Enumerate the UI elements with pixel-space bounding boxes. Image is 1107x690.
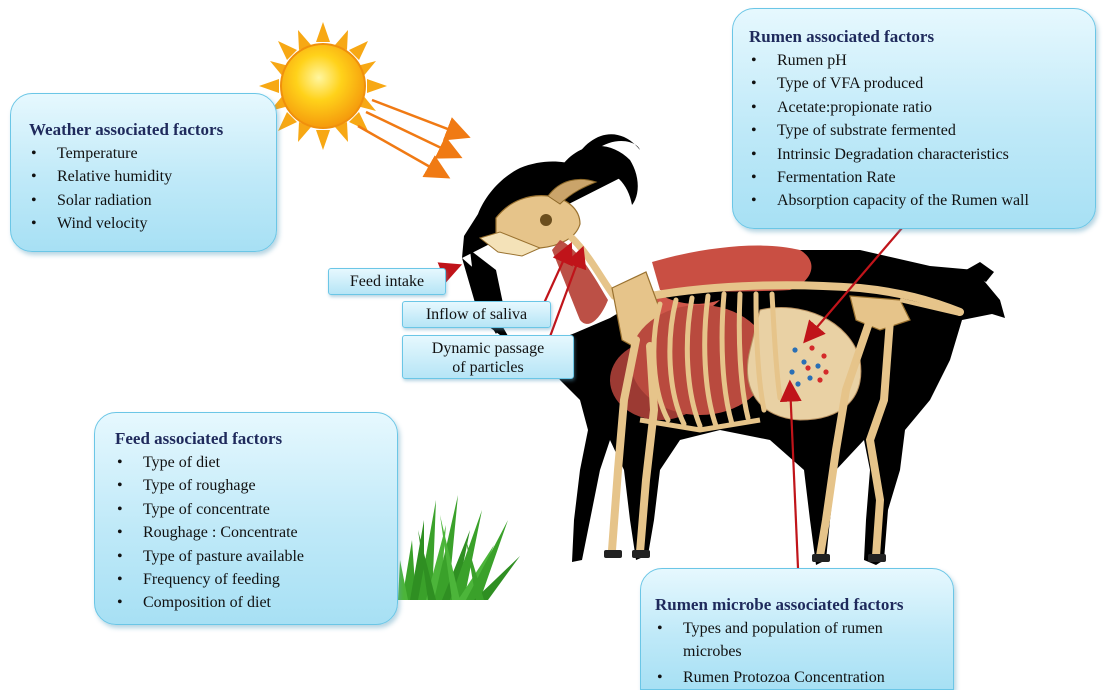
microbe-factors-list: Types and population of rumen microbes R… <box>655 617 925 689</box>
weather-factors-box: Weather associated factors Temperature R… <box>10 93 277 252</box>
list-item: Absorption capacity of the Rumen wall <box>749 189 1095 212</box>
list-item: Wind velocity <box>29 212 276 235</box>
grass-icon <box>398 495 520 600</box>
list-item: Type of pasture available <box>115 545 397 568</box>
list-item: Rumen pH <box>749 49 1095 72</box>
list-item: Type of concentrate <box>115 498 397 521</box>
microbe-factors-title: Rumen microbe associated factors <box>655 595 953 615</box>
list-item: Intrinsic Degradation characteristics <box>749 143 1095 166</box>
list-item: Solar radiation <box>29 189 276 212</box>
rumen-factors-title: Rumen associated factors <box>749 27 1095 47</box>
feed-factors-title: Feed associated factors <box>115 429 397 449</box>
saliva-label: Inflow of saliva <box>402 301 551 328</box>
list-item: Type of substrate fermented <box>749 119 1095 142</box>
list-item: Acetate:propionate ratio <box>749 96 1095 119</box>
list-item: Roughage : Concentrate <box>115 521 397 544</box>
list-item: Rumen Protozoa Concentration <box>655 666 925 689</box>
weather-factors-list: Temperature Relative humidity Solar radi… <box>29 142 276 236</box>
list-item: Fermentation Rate <box>749 166 1095 189</box>
sun-icon <box>259 22 466 176</box>
list-item: Type of roughage <box>115 474 397 497</box>
rumen-factors-list: Rumen pH Type of VFA produced Acetate:pr… <box>749 49 1095 213</box>
list-item: Type of diet <box>115 451 397 474</box>
particles-passage-label: Dynamic passage of particles <box>402 335 574 379</box>
microbe-factors-box: Rumen microbe associated factors Types a… <box>640 568 954 690</box>
list-item: Temperature <box>29 142 276 165</box>
list-item: Types and population of rumen microbes <box>655 617 925 664</box>
list-item: Composition of diet <box>115 591 397 614</box>
list-item: Relative humidity <box>29 165 276 188</box>
feed-factors-list: Type of diet Type of roughage Type of co… <box>115 451 397 615</box>
list-item: Type of VFA produced <box>749 72 1095 95</box>
list-item: Frequency of feeding <box>115 568 397 591</box>
feed-intake-label: Feed intake <box>328 268 446 295</box>
weather-factors-title: Weather associated factors <box>29 120 276 140</box>
feed-factors-box: Feed associated factors Type of diet Typ… <box>94 412 398 625</box>
rumen-factors-box: Rumen associated factors Rumen pH Type o… <box>732 8 1096 229</box>
